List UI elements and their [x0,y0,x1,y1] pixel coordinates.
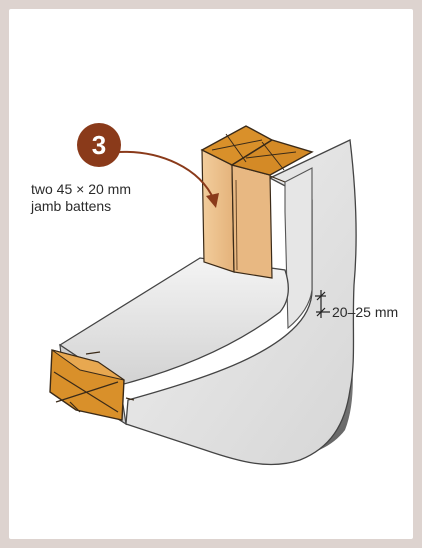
callout-line-1: two 45 × 20 mm [31,181,131,197]
step-badge: 3 [77,123,121,167]
callout-arrow [117,150,215,201]
wall-lining [125,139,357,466]
sill-batten-end [49,349,135,421]
sill-top [58,257,289,386]
step-number: 3 [92,130,106,160]
callout-label: two 45 × 20 mm jamb battens [31,181,131,215]
callout-arrowhead [206,193,219,208]
dimension-label: 20–25 mm [332,304,399,320]
dimension-marker [315,290,330,318]
jamb-batten-top-ends [200,125,314,176]
callout-line-2: jamb battens [31,198,112,214]
reveal-return [284,167,313,330]
